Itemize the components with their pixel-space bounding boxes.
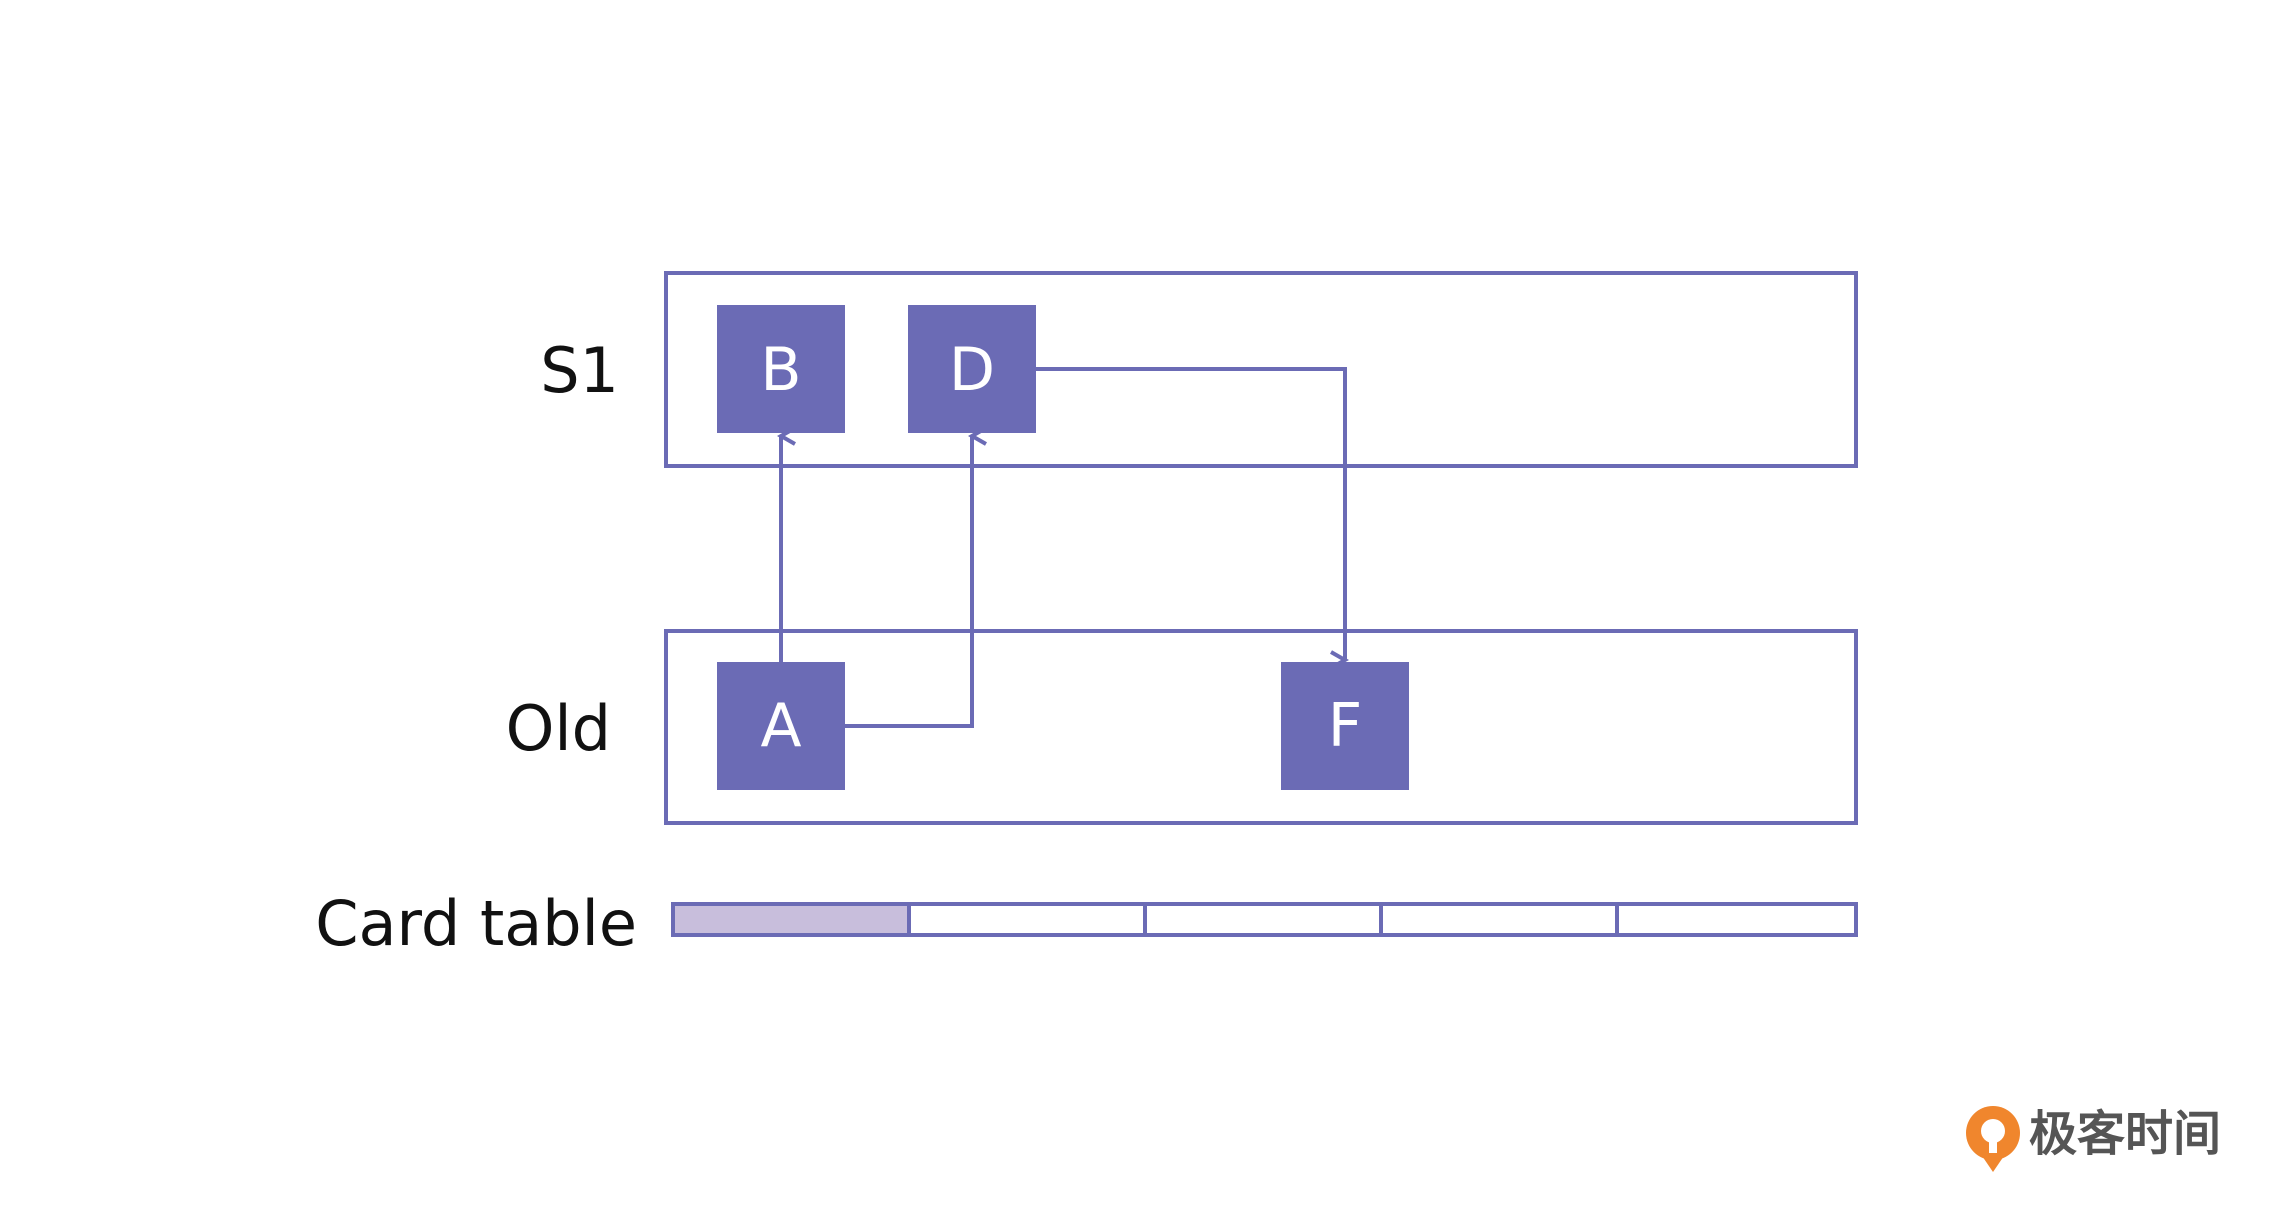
card-table xyxy=(671,902,1858,937)
object-f: F xyxy=(1281,662,1409,790)
card-cell xyxy=(1145,904,1381,935)
geektime-logo-icon xyxy=(1966,1106,2020,1172)
arrow-a-to-d xyxy=(845,436,972,728)
object-a: A xyxy=(717,662,845,790)
reference-arrows xyxy=(781,367,1345,728)
card-cell xyxy=(673,904,909,935)
card-table-border xyxy=(671,902,1858,937)
object-a-label: A xyxy=(760,691,801,761)
card-cell xyxy=(909,904,1145,935)
old-region xyxy=(664,629,1858,825)
arrow-d-to-f xyxy=(1036,367,1345,660)
card-table-label: Card table xyxy=(315,887,637,960)
object-d: D xyxy=(908,305,1036,433)
old-label: Old xyxy=(506,692,611,765)
object-f-box xyxy=(1281,662,1409,790)
card-cell xyxy=(1381,904,1617,935)
card-cell xyxy=(1617,904,1856,935)
object-d-box xyxy=(908,305,1036,433)
geektime-logo-text: 极客时间 xyxy=(2029,1106,2221,1162)
object-b: B xyxy=(717,305,845,433)
s1-region xyxy=(664,271,1858,468)
object-b-label: B xyxy=(760,335,801,405)
object-f-label: F xyxy=(1328,691,1363,761)
geektime-logo: 极客时间 xyxy=(1966,1106,2221,1172)
object-a-box xyxy=(717,662,845,790)
object-d-label: D xyxy=(949,335,995,405)
object-b-box xyxy=(717,305,845,433)
s1-label: S1 xyxy=(540,334,619,407)
